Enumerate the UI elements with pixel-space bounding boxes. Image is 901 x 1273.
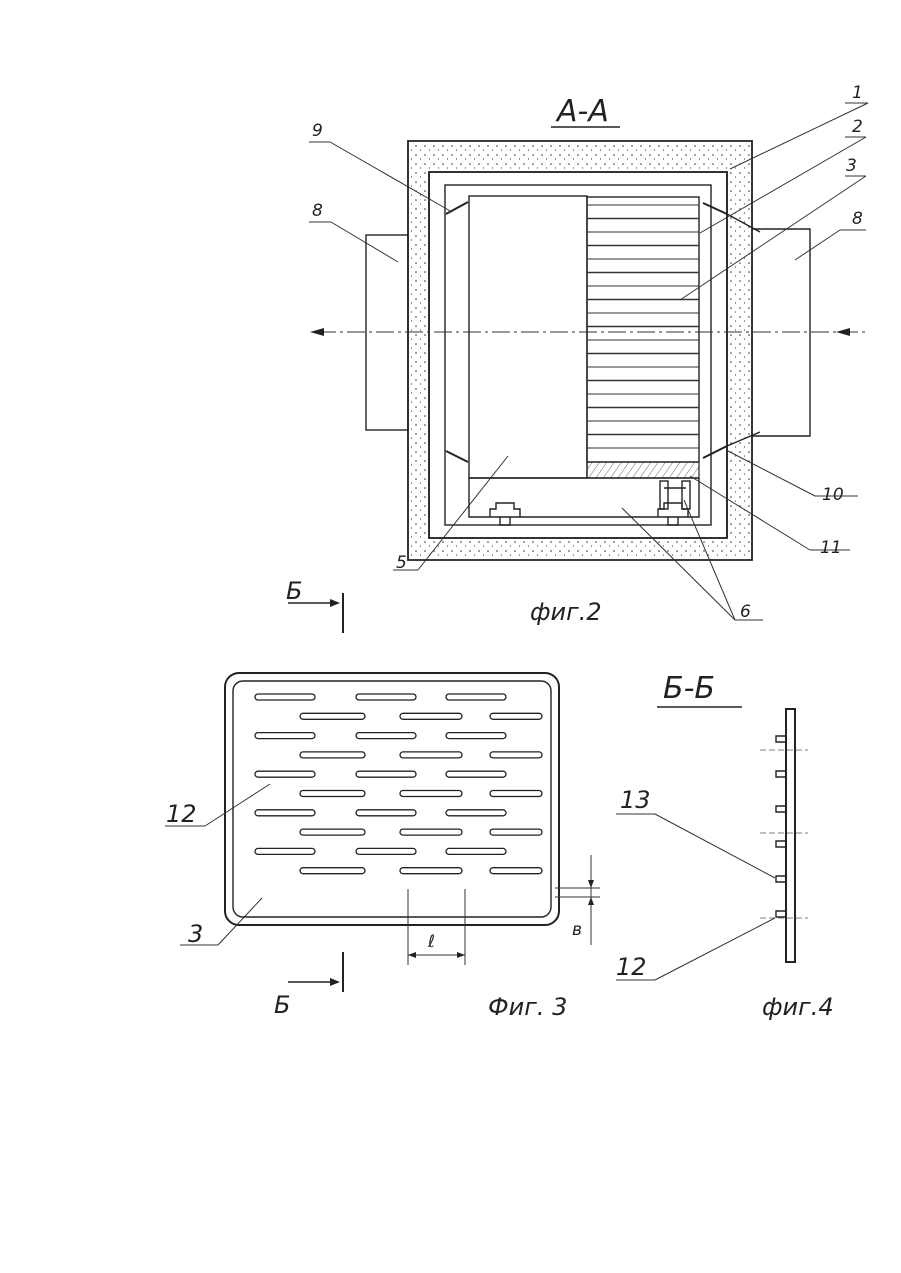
figure-3-plate: ℓ в 12 3 Б Фиг. 3 xyxy=(165,673,600,1021)
plate-slot xyxy=(255,810,315,816)
label-8-right: 8 xyxy=(852,209,863,229)
label-13: 13 xyxy=(620,786,651,814)
plate-rib xyxy=(776,876,786,882)
plate-slot xyxy=(300,791,365,797)
plate-slot xyxy=(446,771,506,777)
plate-slot xyxy=(356,810,416,816)
plate-rib xyxy=(776,771,786,777)
label-9: 9 xyxy=(312,121,323,141)
plate-rib xyxy=(776,841,786,847)
outer-housing xyxy=(408,141,752,560)
plate-rib xyxy=(776,806,786,812)
plate-slot xyxy=(446,694,506,700)
label-3: 3 xyxy=(846,156,857,176)
plate-slot xyxy=(400,713,462,719)
plate-slot xyxy=(356,694,416,700)
plate-slots xyxy=(255,694,542,874)
plate-slot xyxy=(490,713,542,719)
plate-stack xyxy=(587,197,699,462)
fig2-caption: фиг.2 xyxy=(530,598,602,626)
figure-2-section-aa: А-А xyxy=(286,83,868,633)
label-12-fig4: 12 xyxy=(616,953,647,981)
label-11: 11 xyxy=(820,538,842,558)
plate-slot xyxy=(356,848,416,854)
plate-slot xyxy=(300,752,365,758)
plate-slot xyxy=(490,752,542,758)
plate-slot xyxy=(446,733,506,739)
plate-slot xyxy=(255,771,315,777)
section-marker-lower-letter: Б xyxy=(274,991,290,1019)
label-2: 2 xyxy=(852,117,863,137)
plate-slot xyxy=(356,733,416,739)
plate-rib xyxy=(776,736,786,742)
plate-slot xyxy=(255,733,315,739)
section-bb-title: Б-Б xyxy=(663,671,715,706)
plate-slot xyxy=(300,713,365,719)
fig3-caption: Фиг. 3 xyxy=(488,993,567,1021)
figure-4-section-bb: Б-Б 13 12 фиг.4 xyxy=(616,671,834,1021)
plate-slot xyxy=(446,848,506,854)
plate-slot xyxy=(400,868,462,874)
section-aa-title: А-А xyxy=(555,94,609,129)
plate-slot xyxy=(400,752,462,758)
label-5: 5 xyxy=(396,553,407,573)
profile-centerlines xyxy=(760,750,808,918)
plate-ribs xyxy=(776,736,786,917)
plate-outline-outer xyxy=(225,673,559,925)
plate-rib xyxy=(776,911,786,917)
plate-slot xyxy=(255,694,315,700)
plate-slot xyxy=(490,791,542,797)
section-marker-lower: Б xyxy=(274,952,343,1019)
label-12-fig3: 12 xyxy=(166,800,197,828)
section-marker-upper-letter: Б xyxy=(286,577,302,605)
label-3-fig3: 3 xyxy=(188,920,203,948)
plate-outline-inner xyxy=(233,681,551,917)
flow-axis xyxy=(310,328,868,336)
plate-slot xyxy=(255,848,315,854)
plate-slot xyxy=(400,829,462,835)
label-8-left: 8 xyxy=(312,201,323,221)
label-6: 6 xyxy=(740,602,751,622)
dimension-width: в xyxy=(555,855,600,945)
dimension-width-label: в xyxy=(572,920,582,940)
plate-slot xyxy=(446,810,506,816)
cart-platform xyxy=(469,478,699,517)
plate-slot xyxy=(300,829,365,835)
plate-slot xyxy=(356,771,416,777)
rail-wheels xyxy=(490,481,690,525)
plate-profile xyxy=(786,709,795,962)
dimension-length-label: ℓ xyxy=(427,932,435,952)
dimension-length: ℓ xyxy=(408,889,465,965)
plate-slot xyxy=(300,868,365,874)
plate-slot xyxy=(490,868,542,874)
section-marker-upper: Б xyxy=(286,577,343,633)
fig4-caption: фиг.4 xyxy=(762,993,834,1021)
plate-slot xyxy=(490,829,542,835)
hatched-base-layer xyxy=(587,462,699,478)
label-10: 10 xyxy=(822,485,844,505)
load-block xyxy=(469,196,587,478)
plate-slot xyxy=(400,791,462,797)
label-1: 1 xyxy=(852,83,863,103)
